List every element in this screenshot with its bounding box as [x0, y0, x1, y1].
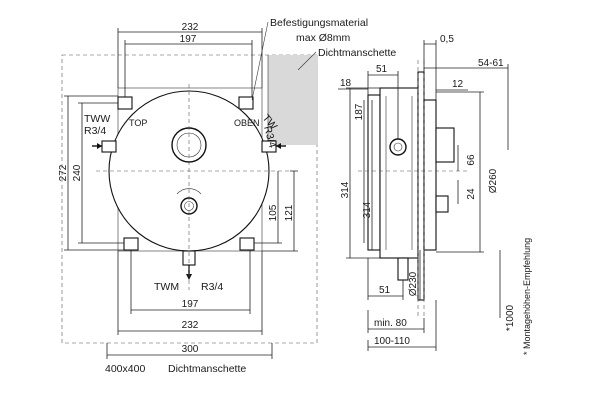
label-twm: TWM: [154, 281, 179, 293]
seal-outline: [61, 54, 318, 344]
dim-105: 105: [254, 171, 282, 244]
dim-51-bottom-label: 51: [379, 285, 391, 296]
dim-54-61-label: 54-61: [478, 58, 504, 69]
label-top: TOP: [129, 118, 147, 128]
seal-hatch: [268, 55, 318, 145]
side-handle: [435, 127, 455, 163]
dim-12: 12: [436, 79, 468, 91]
dim-1000-label: *1000: [505, 304, 516, 331]
note-mounting-height: * Montagehöhen-Empfehlung: [522, 238, 532, 355]
dim-197-bottom: 197: [130, 250, 251, 314]
dim-260: Ø260: [436, 91, 499, 253]
note-seal-bottom-size: 400x400: [105, 363, 145, 375]
note-fastening-2: max Ø8mm: [296, 32, 351, 44]
note-fastening-1: Befestigungsmaterial: [270, 17, 368, 29]
dim-187-label: 187: [354, 103, 365, 120]
dim-300-label: 300: [182, 344, 199, 355]
side-wall-plate: [417, 71, 425, 301]
dim-24-label: 24: [466, 188, 477, 200]
label-twm-thread: R3/4: [201, 281, 223, 293]
dim-197-top-label: 197: [180, 34, 197, 45]
dim-51-top: 51: [367, 64, 399, 139]
note-seal-bottom: Dichtmanschette: [168, 363, 246, 375]
dim-66-label: 66: [466, 154, 477, 166]
dim-24: 24: [457, 180, 477, 204]
dim-54-61: 54-61: [424, 58, 509, 150]
dim-240-label: 240: [72, 164, 83, 181]
label-tww: TWW: [84, 113, 110, 125]
dim-232-bottom-label: 232: [182, 320, 199, 331]
dim-314-wall-label: 314: [362, 201, 373, 218]
dim-min-80-label: min. 80: [374, 318, 407, 329]
dim-100-110: 100-110: [367, 300, 437, 351]
side-outlet: [397, 257, 409, 281]
bracket-bottom-right: [239, 237, 255, 251]
dim-18-label: 18: [340, 78, 352, 89]
dim-272-label: 272: [58, 164, 69, 181]
dim-121-label: 121: [284, 204, 295, 221]
side-trim: [423, 99, 437, 251]
label-tww-thread: R3/4: [84, 125, 106, 137]
dim-12-label: 12: [452, 79, 464, 90]
leader-seal-top: [297, 51, 317, 71]
dim-240: 240: [72, 102, 124, 244]
dim-232-top: 232: [117, 22, 263, 88]
bracket-bottom-left: [123, 237, 139, 251]
side-inlet-port-inner: [393, 142, 403, 152]
note-seal-top: Dichtmanschette: [318, 47, 396, 59]
dim-232-bottom: 232: [117, 251, 263, 335]
dim-51-bottom: 51: [367, 258, 404, 300]
dim-121: 121: [262, 170, 298, 252]
label-tw-thread: R3/4: [261, 125, 278, 150]
knob-scale: [176, 188, 202, 195]
dim-232-top-label: 232: [182, 22, 199, 33]
dim-197-bottom-label: 197: [182, 299, 199, 310]
dim-260-label: Ø260: [488, 168, 499, 193]
inlet-left-arrowhead: [97, 143, 102, 149]
dim-230-label: Ø230: [408, 271, 419, 296]
dim-314-label: 314: [340, 181, 351, 198]
label-oben: OBEN: [234, 118, 260, 128]
side-knob: [435, 195, 449, 213]
inlet-right-arrowhead: [276, 143, 281, 149]
inlet-left-stub: [101, 140, 117, 153]
dim-314-wall: 314: [362, 100, 373, 250]
dim-100-110-label: 100-110: [374, 336, 410, 347]
dim-51-top-label: 51: [376, 64, 388, 75]
dim-105-label: 105: [268, 204, 279, 221]
dim-197-top: 197: [124, 34, 253, 97]
side-housing-rib: [385, 96, 413, 250]
front-view: 232 197 197 232 300 272 240: [58, 17, 396, 375]
bracket-top-left: [117, 96, 133, 110]
dim-314: 314: [340, 87, 380, 259]
dim-230: Ø230: [408, 250, 421, 300]
dim-300: 300: [106, 343, 273, 359]
dim-272: 272: [58, 95, 124, 251]
dim-min-80: min. 80: [367, 310, 425, 333]
dim-0-5-label: 0,5: [440, 34, 454, 45]
dim-187: 187: [354, 100, 365, 243]
dim-66: 66: [457, 145, 477, 171]
side-view: 0,5 54-61 51 18 12 187 314 314: [338, 34, 532, 355]
bracket-top-right: [238, 96, 254, 110]
leader-fastening: [251, 21, 269, 101]
dim-18: 18: [338, 78, 368, 90]
side-flange: [367, 94, 381, 251]
dim-1000: *1000: [499, 250, 516, 331]
